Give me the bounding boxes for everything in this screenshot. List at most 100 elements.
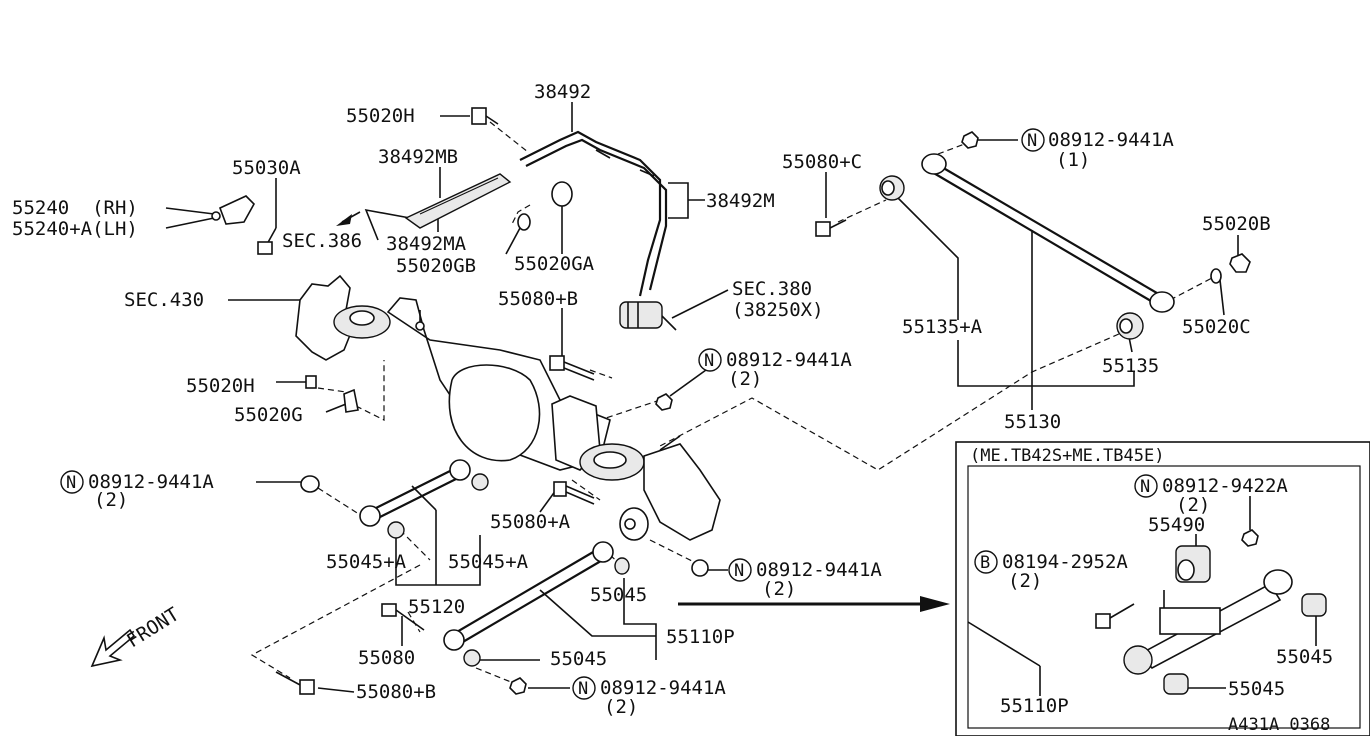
- nut-mark-top-right: N: [1027, 131, 1037, 151]
- lateral-rod-55130: [921, 153, 1175, 313]
- label-55080a: 55080+A: [490, 511, 571, 533]
- nut-mid: [655, 393, 673, 411]
- inset-frame: [955, 441, 1370, 736]
- label-n-top-right-qty: (1): [1056, 149, 1090, 171]
- label-sec430: SEC.430: [124, 289, 204, 311]
- inset-nut: [1241, 529, 1259, 547]
- sec386-arrow: [336, 211, 361, 226]
- label-inset-55110p: 55110P: [1000, 695, 1069, 717]
- label-55080c: 55080+C: [782, 151, 862, 173]
- nut-mark-lower: N: [734, 561, 744, 581]
- label-inset-b-qty: (2): [1008, 570, 1042, 592]
- label-n-top-right: 08912-9441A: [1048, 129, 1174, 151]
- nut-symbol-icon: [60, 128, 1158, 700]
- label-n-mid: 08912-9441A: [726, 349, 852, 371]
- label-55135: 55135: [1102, 355, 1159, 377]
- bolt-55080b-mid: [549, 355, 595, 381]
- label-inset-55045-a: 55045: [1276, 646, 1333, 668]
- label-n-mid-qty: (2): [728, 368, 762, 390]
- axle-housing-sec430: [295, 274, 721, 541]
- label-inset-b: 08194-2952A: [1002, 551, 1128, 573]
- label-55080b-low: 55080+B: [356, 681, 436, 703]
- clip-55020ga: [517, 181, 573, 231]
- front-arrow-icon: [90, 628, 136, 668]
- label-n-lower: 08912-9441A: [756, 559, 882, 581]
- label-inset-55490: 55490: [1148, 514, 1205, 536]
- bushing-55045-mid: [614, 557, 630, 575]
- inset-lower-link: [1123, 569, 1293, 675]
- label-55045a-2: 55045+A: [448, 551, 529, 573]
- label-55240a-lh: 55240+A(LH): [12, 218, 138, 240]
- label-38492: 38492: [534, 81, 591, 103]
- label-55110p: 55110P: [666, 626, 735, 648]
- nut-mark-inset: N: [1140, 477, 1150, 497]
- lower-link-55110p: [443, 541, 614, 651]
- label-n-lower-qty: (2): [762, 578, 796, 600]
- bolt-55080a: [553, 481, 595, 505]
- label-55130: 55130: [1004, 411, 1061, 433]
- bolt-mark-inset: B: [980, 553, 990, 573]
- label-55020g: 55020G: [234, 404, 303, 426]
- label-55020b: 55020B: [1202, 213, 1271, 235]
- label-55045-mid: 55045: [590, 584, 647, 606]
- bushing-55135a: [879, 175, 905, 201]
- dashed-lines: [250, 121, 1213, 685]
- upper-link-55120: [359, 459, 471, 527]
- label-55030a: 55030A: [232, 157, 301, 179]
- bolt-55020h-left: [305, 375, 317, 389]
- bracket-55240: [211, 195, 255, 225]
- label-55080b-mid: 55080+B: [498, 288, 578, 310]
- label-38250x: (38250X): [732, 299, 824, 321]
- label-55020gb: 55020GB: [396, 255, 476, 277]
- label-55045a-1: 55045+A: [326, 551, 407, 573]
- bushing-55135: [1116, 312, 1144, 340]
- label-sec386: SEC.386: [282, 230, 362, 252]
- brake-tube-38492: [519, 130, 668, 297]
- valve-sec380: [619, 301, 677, 331]
- bolt-55080c: [815, 219, 847, 237]
- label-n-left-qty: (2): [94, 489, 128, 511]
- label-55080: 55080: [358, 647, 415, 669]
- label-38492ma: 38492MA: [386, 233, 467, 255]
- label-n-bottom-qty: (2): [604, 696, 638, 718]
- nut-bottom: [509, 677, 527, 695]
- label-front: FRONT: [123, 603, 183, 652]
- bolt-55020h-top: [471, 107, 499, 125]
- label-55045-low: 55045: [550, 648, 607, 670]
- inset-bushing-55045-a: [1301, 593, 1327, 617]
- washer-55020c: [1210, 268, 1222, 284]
- nut-mark-mid: N: [704, 351, 714, 371]
- label-55120: 55120: [408, 596, 465, 618]
- inset-bolt: [1095, 603, 1135, 629]
- bushing-55045-low: [463, 649, 481, 667]
- label-55240-rh: 55240 (RH): [12, 197, 138, 219]
- inset-bushing-55045-b: [1163, 673, 1189, 695]
- part-labels: 38492 55020H 38492MB 55030A 55240 (RH) 5…: [12, 81, 1333, 735]
- label-55020ga: 55020GA: [514, 253, 595, 275]
- diagram-code: A431A 0368: [1228, 715, 1330, 735]
- leader-lines: [165, 102, 1239, 693]
- bolt-symbol-icon: [974, 550, 998, 574]
- label-38492mb: 38492MB: [378, 146, 458, 168]
- nut-top-right: [961, 131, 979, 149]
- clip-55030a: [257, 241, 273, 255]
- label-55020h-top: 55020H: [346, 105, 415, 127]
- label-sec380: SEC.380: [732, 278, 812, 300]
- label-55135a: 55135+A: [902, 316, 983, 338]
- nut-lower: [691, 559, 709, 577]
- label-n-left: 08912-9441A: [88, 471, 214, 493]
- label-inset-n-qty: (2): [1176, 494, 1210, 516]
- label-n-bottom: 08912-9441A: [600, 677, 726, 699]
- inset-title: (ME.TB42S+ME.TB45E): [970, 446, 1164, 466]
- bushing-55045a-2: [471, 473, 489, 491]
- inset-pointer-arrow: [678, 596, 950, 612]
- bracket-38492mb: [404, 173, 512, 229]
- nut-mark-bottom: N: [578, 679, 588, 699]
- label-55020h-left: 55020H: [186, 375, 255, 397]
- bushing-55045a-1: [387, 521, 405, 539]
- bolt-55080b-low: [275, 671, 315, 695]
- label-38492m: 38492M: [706, 190, 775, 212]
- washer-55020b: [1229, 253, 1251, 273]
